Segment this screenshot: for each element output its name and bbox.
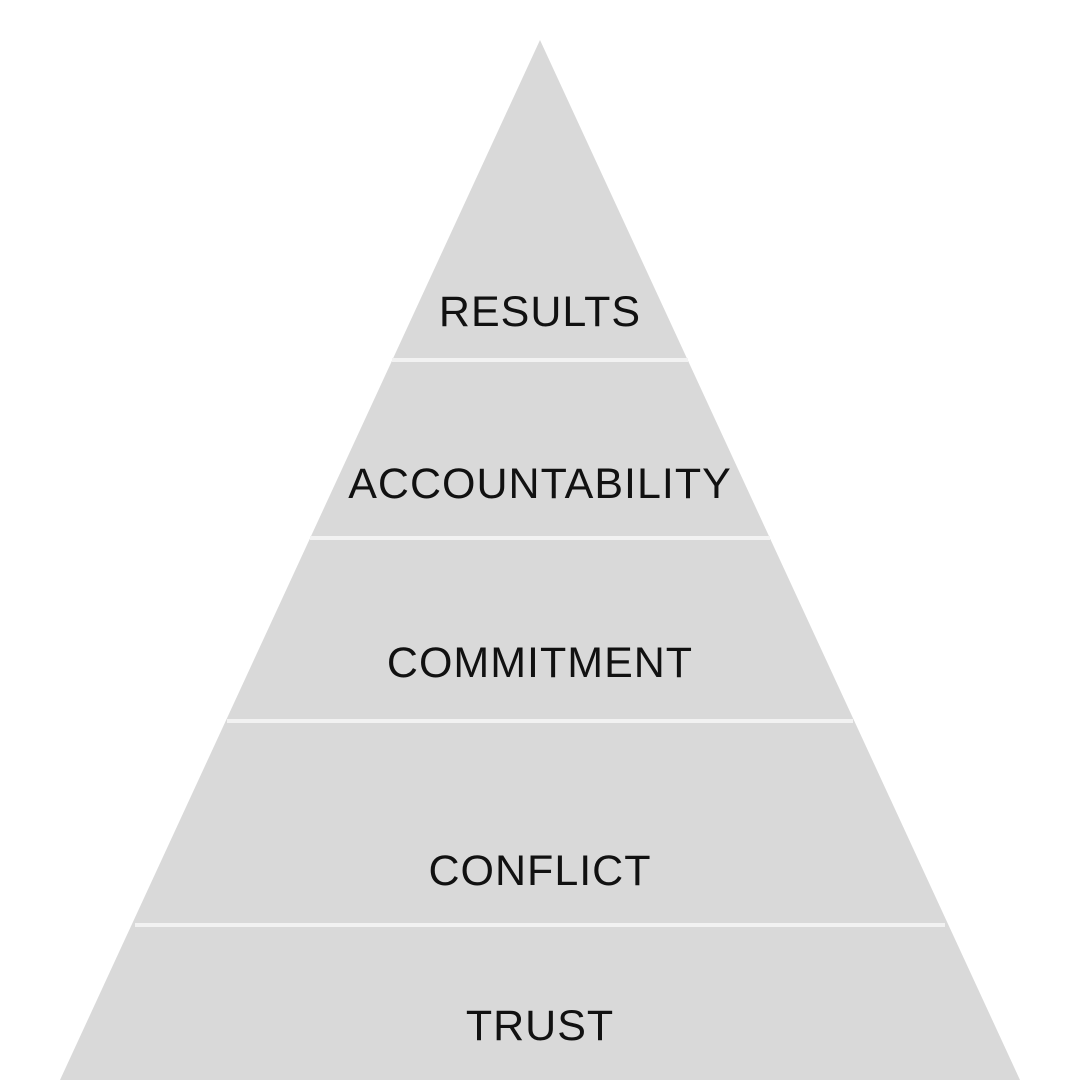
- tier-label-accountability: ACCOUNTABILITY: [348, 460, 732, 508]
- tier-label-results: RESULTS: [439, 288, 641, 336]
- tier-label-commitment: COMMITMENT: [387, 639, 693, 687]
- tier-label-trust: TRUST: [466, 1002, 614, 1050]
- pyramid-shape: [60, 40, 1020, 1080]
- tier-label-conflict: CONFLICT: [429, 847, 652, 895]
